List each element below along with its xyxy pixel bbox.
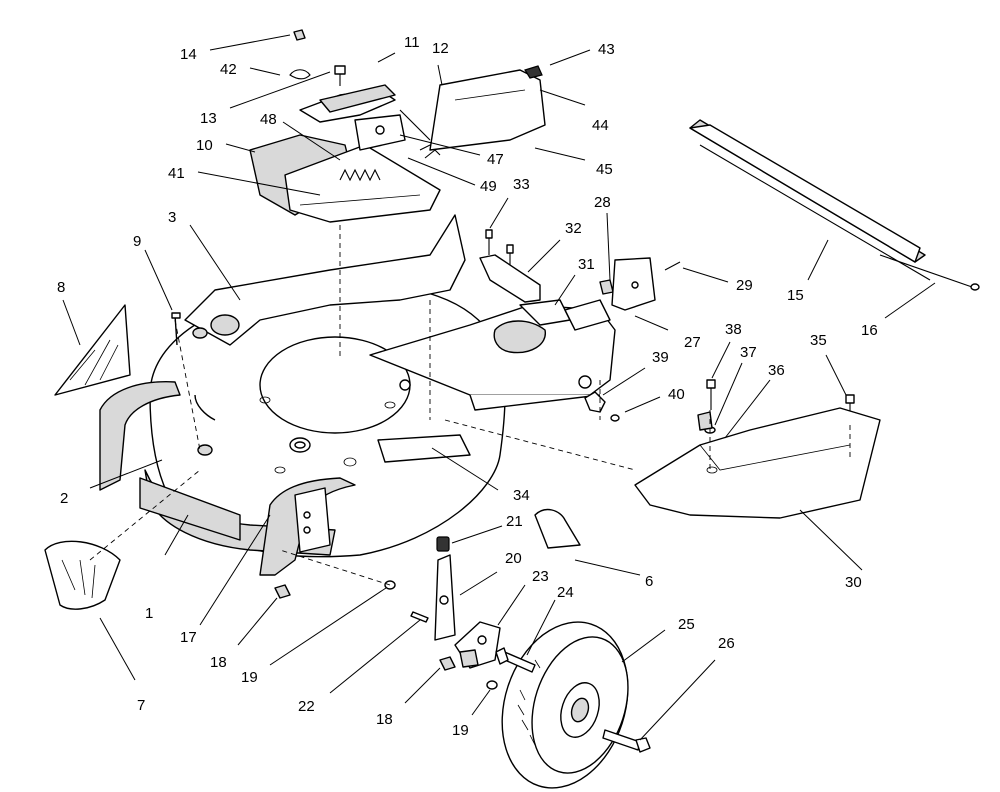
handle-assembly bbox=[689, 119, 980, 291]
callout-10: 10 bbox=[196, 137, 213, 154]
rear-baffle bbox=[634, 407, 881, 519]
callout-21: 21 bbox=[506, 513, 523, 530]
height-adjust-plate bbox=[434, 536, 456, 641]
callout-25: 25 bbox=[678, 616, 695, 633]
callout-39: 39 bbox=[652, 349, 669, 366]
callout-12: 12 bbox=[432, 40, 449, 57]
callout-41: 41 bbox=[168, 165, 185, 182]
discharge-chute-assembly bbox=[249, 65, 546, 223]
callout-40: 40 bbox=[668, 386, 685, 403]
callout-32: 32 bbox=[565, 220, 582, 237]
callout-38: 38 bbox=[725, 321, 742, 338]
callout-22: 22 bbox=[298, 698, 315, 715]
callout-9: 9 bbox=[133, 233, 141, 250]
callout-42: 42 bbox=[220, 61, 237, 78]
callout-33: 33 bbox=[513, 176, 530, 193]
callout-11: 11 bbox=[404, 34, 420, 51]
callout-1: 1 bbox=[145, 605, 153, 622]
wheel-bracket bbox=[454, 621, 501, 669]
callout-29: 29 bbox=[736, 277, 753, 294]
callout-7: 7 bbox=[137, 697, 145, 714]
part-drawings bbox=[44, 29, 980, 789]
callout-18b: 18 bbox=[376, 711, 393, 728]
callout-47: 47 bbox=[487, 151, 504, 168]
callout-15: 15 bbox=[787, 287, 804, 304]
callout-34: 34 bbox=[513, 487, 530, 504]
callout-27: 27 bbox=[684, 334, 701, 351]
callout-31: 31 bbox=[578, 256, 595, 273]
callout-13: 13 bbox=[200, 110, 217, 127]
callout-labels: 1 2 3 6 7 8 9 10 11 12 13 14 15 16 17 18… bbox=[57, 34, 878, 739]
callout-36: 36 bbox=[768, 362, 785, 379]
callout-19b: 19 bbox=[452, 722, 469, 739]
alignment-lines bbox=[89, 225, 851, 586]
callout-35: 35 bbox=[810, 332, 827, 349]
callout-14: 14 bbox=[180, 46, 197, 63]
callout-19a: 19 bbox=[241, 669, 258, 686]
callout-44: 44 bbox=[592, 117, 609, 134]
callout-37: 37 bbox=[740, 344, 757, 361]
callout-20: 20 bbox=[505, 550, 522, 567]
bracket-32 bbox=[479, 254, 541, 303]
callout-49: 49 bbox=[480, 178, 497, 195]
callout-18a: 18 bbox=[210, 654, 227, 671]
wheel bbox=[501, 621, 629, 789]
rear-flap-8 bbox=[54, 304, 131, 396]
rear-housing bbox=[369, 299, 616, 411]
leader-lines bbox=[62, 34, 936, 741]
callout-45: 45 bbox=[596, 161, 613, 178]
front-flap-7 bbox=[44, 540, 121, 610]
callout-30: 30 bbox=[845, 574, 862, 591]
callout-23: 23 bbox=[532, 568, 549, 585]
callout-2: 2 bbox=[60, 490, 68, 507]
callout-43: 43 bbox=[598, 41, 615, 58]
callout-3: 3 bbox=[168, 209, 176, 226]
callout-28: 28 bbox=[594, 194, 611, 211]
deflector-6 bbox=[534, 508, 581, 549]
callout-17: 17 bbox=[180, 629, 197, 646]
side-trim bbox=[99, 381, 181, 491]
bracket-27 bbox=[611, 257, 656, 311]
callout-48: 48 bbox=[260, 111, 277, 128]
callout-8: 8 bbox=[57, 279, 65, 296]
callout-6: 6 bbox=[645, 573, 653, 590]
callout-24: 24 bbox=[557, 584, 574, 601]
callout-26: 26 bbox=[718, 635, 735, 652]
callout-16: 16 bbox=[861, 322, 878, 339]
